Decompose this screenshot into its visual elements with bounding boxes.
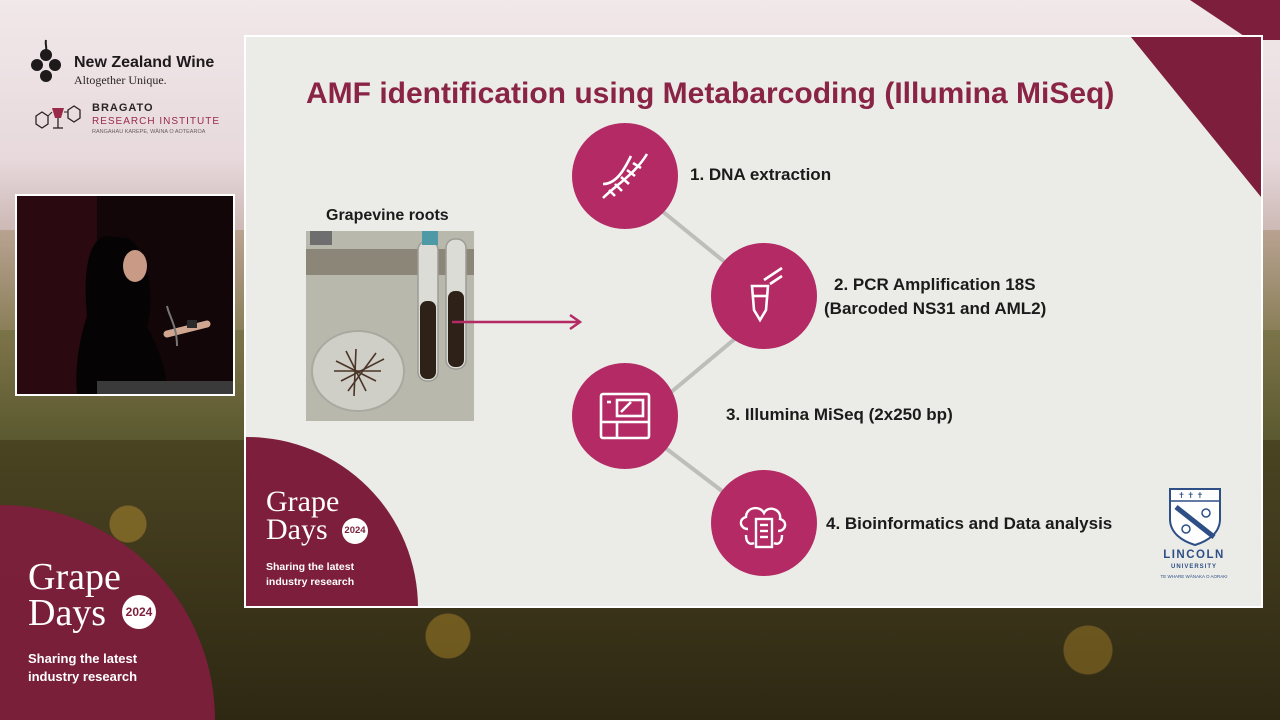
step-2-text-line1: 2. PCR Amplification 18S	[834, 275, 1036, 294]
lincoln-name: LINCOLN	[1163, 549, 1225, 561]
lincoln-university-label: UNIVERSITY	[1170, 564, 1217, 570]
grape-days-word-days: Days	[28, 592, 107, 634]
svg-text:✝ ✝ ✝: ✝ ✝ ✝	[1178, 491, 1203, 500]
nz-wine-title: New Zealand Wine	[74, 54, 215, 71]
grape-logo-icon	[31, 39, 61, 82]
dna-icon	[602, 153, 649, 199]
lincoln-maori-label: TE WHARE WĀNAKA O AORAKI	[1160, 574, 1228, 579]
step-1-circle	[572, 123, 678, 229]
grape-days-logo: Grape Days 2024 Sharing the latest indus…	[28, 555, 208, 695]
cloud-server-icon	[739, 506, 787, 549]
grape-days-tagline-2: industry research	[28, 669, 138, 684]
grapevine-roots-label: Grapevine roots	[326, 207, 449, 224]
step-2-circle	[711, 243, 817, 349]
lincoln-crest-icon: ✝ ✝ ✝	[1169, 488, 1221, 547]
step-3-circle	[572, 363, 678, 469]
nz-wine-logo: New Zealand Wine Altogether Unique.	[28, 38, 228, 88]
speaker-video	[15, 194, 235, 396]
slide-title: AMF identification using Metabarcoding (…	[306, 77, 1115, 110]
step-1-text: 1. DNA extraction	[690, 165, 832, 184]
grapevine-roots-photo	[306, 231, 474, 421]
slide-grape-days-tagline-2: industry research	[266, 576, 355, 588]
bragato-subtitle: RESEARCH INSTITUTE	[92, 116, 221, 127]
bragato-maori-subtitle: RANGAHAU KAREPE, WĀINA O AOTEAROA	[92, 129, 206, 135]
step-3-text: 3. Illumina MiSeq (2x250 bp)	[726, 405, 953, 424]
slide-grape-days-word-grape: Grape	[266, 485, 340, 518]
corner-accent-top-right	[1190, 0, 1280, 40]
presentation-slide: AMF identification using Metabarcoding (…	[244, 35, 1263, 608]
slide-grape-days-tagline-1: Sharing the latest	[266, 561, 355, 573]
speaker-image	[17, 196, 233, 394]
slide-grape-days-word-days: Days	[266, 513, 328, 546]
step-4-circle	[711, 470, 817, 576]
sequencer-icon	[599, 392, 651, 440]
process-arrow	[452, 313, 583, 331]
bragato-logo: BRAGATO RESEARCH INSTITUTE RANGAHAU KARE…	[28, 100, 228, 140]
molecule-glass-icon	[35, 105, 81, 129]
pcr-tube-icon	[750, 266, 783, 323]
step-4-text: 4. Bioinformatics and Data analysis	[826, 514, 1113, 533]
step-2-text-line2: (Barcoded NS31 and AML2)	[824, 299, 1047, 318]
lincoln-university-logo: ✝ ✝ ✝ LINCOLN UNIVERSITY TE WHARE WĀNAKA…	[1152, 485, 1236, 585]
bragato-name: BRAGATO	[92, 102, 154, 114]
grape-days-tagline-1: Sharing the latest	[28, 651, 138, 666]
slide-grape-days-year-badge: 2024	[342, 518, 368, 544]
nz-wine-tagline: Altogether Unique.	[74, 73, 167, 87]
grape-days-year-badge: 2024	[122, 595, 156, 629]
grape-days-word-grape: Grape	[28, 556, 121, 598]
